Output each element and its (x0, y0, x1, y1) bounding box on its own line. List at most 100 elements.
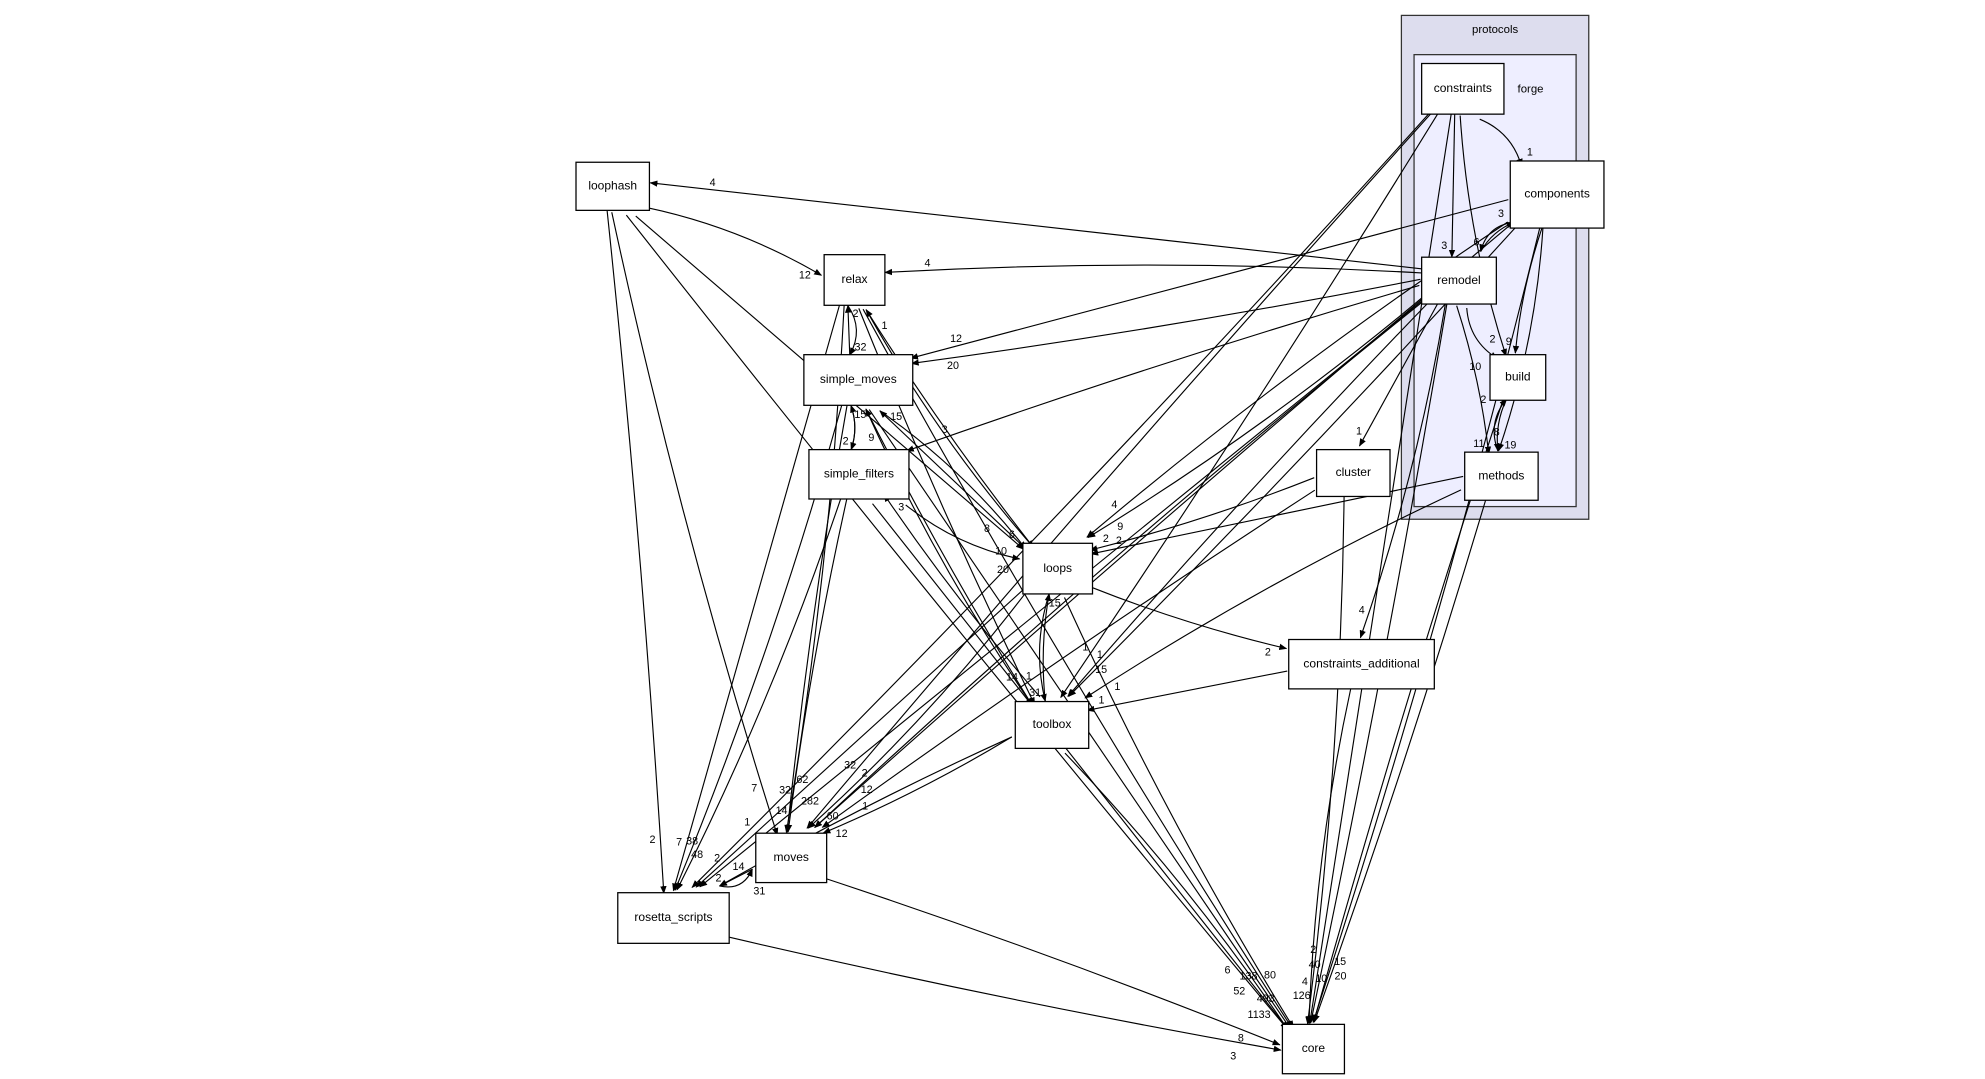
edge-cluster-to-core[interactable] (1305, 495, 1345, 1025)
edge-simple_filters-to-moves[interactable] (785, 497, 848, 833)
node-components[interactable]: components (1509, 160, 1605, 229)
edge-label: 138 (1240, 971, 1258, 983)
edge-constraints_additional-to-core[interactable] (1306, 687, 1352, 1025)
edge-cluster-to-loops[interactable] (1089, 477, 1315, 552)
edge-remodel-to-simple_moves[interactable] (910, 278, 1421, 366)
edge-constraints-to-components[interactable] (1479, 118, 1523, 167)
edge-constraints-to-moves[interactable] (806, 108, 1436, 829)
edge-constraints-to-core[interactable] (1307, 112, 1452, 1024)
edge-loophash-to-moves[interactable] (611, 212, 779, 836)
edge-remodel-to-moves[interactable] (814, 297, 1428, 828)
edge-loops-to-moves[interactable] (807, 588, 1030, 829)
node-label: moves (774, 850, 809, 864)
node-simple_filters[interactable]: simple_filters (808, 448, 910, 500)
edge-line (695, 587, 1026, 888)
node-cluster[interactable]: cluster (1315, 448, 1391, 498)
edge-simple_filters-to-simple_moves[interactable] (850, 404, 857, 450)
edge-constraints_additional-to-toolbox[interactable] (1086, 670, 1288, 713)
edge-rosetta_scripts-to-core[interactable] (727, 936, 1282, 1053)
edge-simple_filters-to-core[interactable] (872, 503, 1289, 1030)
edge-label: 1 (1527, 146, 1533, 158)
edge-components-to-simple_moves[interactable] (910, 199, 1509, 360)
edge-label: 6 (1009, 529, 1015, 541)
edge-cluster-to-moves[interactable] (821, 489, 1316, 828)
node-loophash[interactable]: loophash (575, 161, 651, 211)
edge-label: 2 (650, 834, 656, 846)
edge-relax-to-loops[interactable] (865, 309, 1035, 549)
edge-loophash-to-core[interactable] (625, 214, 1288, 1030)
edge-label: 62 (796, 774, 808, 786)
edge-label: 32 (855, 341, 867, 353)
edge-components-to-methods[interactable] (1497, 226, 1544, 452)
edge-line (806, 108, 1436, 829)
edge-line (1063, 597, 1295, 1029)
edge-line (1312, 225, 1541, 1024)
edge-label: 9 (1117, 521, 1123, 533)
edge-simple_filters-to-loops[interactable] (905, 504, 1021, 561)
edge-line (1448, 113, 1456, 258)
node-build[interactable]: build (1489, 354, 1547, 401)
edge-loops-to-toolbox[interactable] (1038, 593, 1050, 703)
edge-constraints-to-toolbox[interactable] (1060, 109, 1441, 699)
edge-line (611, 212, 779, 836)
edge-label: 40 (1309, 959, 1321, 971)
node-relax[interactable]: relax (823, 254, 886, 306)
edge-label: 1133 (1248, 1009, 1271, 1021)
edge-simple_filters-to-rosetta_scripts[interactable] (676, 495, 843, 891)
edge-relax-to-core[interactable] (862, 308, 1293, 1029)
edge-line (1087, 297, 1423, 538)
edge-line (872, 503, 1289, 1030)
edge-label: 1 (1097, 649, 1103, 661)
edge-methods-to-toolbox[interactable] (1084, 489, 1462, 699)
edge-loops-to-constraints_additional[interactable] (1090, 586, 1288, 651)
edge-rosetta_scripts-to-moves[interactable] (719, 868, 753, 888)
edge-constraints-to-remodel[interactable] (1448, 113, 1456, 258)
edge-components-to-core[interactable] (1312, 225, 1541, 1024)
edge-remodel-to-methods[interactable] (1456, 305, 1492, 455)
edge-remodel-to-cluster[interactable] (1358, 300, 1440, 447)
node-constraints[interactable]: constraints (1421, 62, 1505, 115)
edge-moves-to-core[interactable] (823, 877, 1281, 1046)
node-loops[interactable]: loops (1022, 542, 1094, 595)
edge-line (905, 504, 1021, 561)
edge-toolbox-to-simple_moves[interactable] (865, 408, 1033, 706)
edge-remodel-to-relax[interactable] (884, 264, 1422, 276)
edge-loops-to-core[interactable] (1063, 597, 1295, 1029)
edge-remodel-to-constraints_additional[interactable] (1359, 302, 1447, 639)
edge-simple_moves-to-loops[interactable] (879, 410, 1027, 550)
edge-label: 9 (1506, 336, 1512, 348)
edge-simple_moves-to-relax[interactable] (844, 304, 852, 355)
edge-label: 9 (868, 432, 874, 444)
node-rosetta_scripts[interactable]: rosetta_scripts (617, 892, 730, 944)
node-remodel[interactable]: remodel (1421, 256, 1497, 305)
edge-label: 31 (1029, 687, 1041, 699)
edge-remodel-to-simple_filters[interactable] (905, 284, 1420, 452)
edge-constraints-to-build[interactable] (1459, 115, 1507, 357)
edge-toolbox-to-moves[interactable] (822, 736, 1013, 834)
edge-label: 2 (843, 436, 849, 448)
edge-line (1459, 115, 1507, 357)
edge-label: 12 (950, 333, 962, 345)
edge-toolbox-to-core[interactable] (1064, 752, 1289, 1030)
edge-components-to-moves[interactable] (814, 221, 1514, 828)
edge-remodel-to-toolbox[interactable] (1067, 298, 1433, 698)
edge-remodel-to-loophash[interactable] (649, 180, 1423, 270)
node-methods[interactable]: methods (1464, 451, 1539, 501)
edge-loops-to-rosetta_scripts[interactable] (695, 587, 1026, 888)
node-core[interactable]: core (1281, 1023, 1346, 1075)
edge-methods-to-core[interactable] (1313, 497, 1487, 1023)
edge-toolbox-to-loops[interactable] (1042, 592, 1052, 702)
node-constraints_additional[interactable]: constraints_additional (1288, 638, 1435, 690)
edge-loophash-to-relax[interactable] (646, 207, 823, 276)
edge-loops-to-simple_moves[interactable] (879, 410, 1027, 550)
edge-remodel-to-loops[interactable] (1087, 297, 1423, 538)
node-label: components (1524, 187, 1589, 201)
node-simple_moves[interactable]: simple_moves (803, 354, 914, 406)
node-toolbox[interactable]: toolbox (1014, 700, 1090, 750)
node-moves[interactable]: moves (755, 832, 828, 884)
edge-components-to-build[interactable] (1512, 226, 1544, 354)
edge-constraints-to-rosetta_scripts[interactable] (691, 108, 1434, 889)
edge-loophash-to-rosetta_scripts[interactable] (606, 210, 667, 895)
edge-toolbox-to-simple_filters[interactable] (883, 493, 1041, 698)
edge-loops-to-relax[interactable] (865, 308, 1035, 549)
